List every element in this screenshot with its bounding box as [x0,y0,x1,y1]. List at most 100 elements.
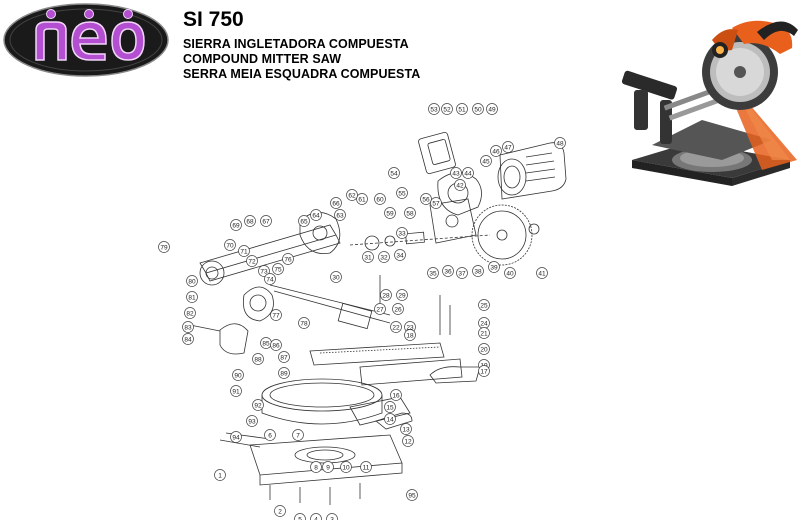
description-line-en: COMPOUND MITTER SAW [183,52,342,66]
part-callout-18: 18 [404,329,416,341]
part-number: 61 [358,196,366,203]
part-callout-81: 81 [186,291,198,303]
part-number: 87 [280,354,288,361]
part-number: 45 [482,158,490,165]
part-number: 74 [266,276,274,283]
part-number: 2 [278,508,282,515]
part-number: 86 [272,342,280,349]
part-callout-17: 17 [478,365,490,377]
part-number: 67 [262,218,270,225]
part-number: 29 [398,292,406,299]
part-callout-89: 89 [278,367,290,379]
part-callout-72: 72 [246,255,258,267]
part-callout-5: 5 [294,513,306,520]
part-callout-8: 8 [310,461,322,473]
part-number: 1 [218,472,222,479]
part-number: 83 [184,324,192,331]
part-callout-48: 48 [554,137,566,149]
part-callout-4: 4 [310,513,322,520]
part-callout-95: 95 [406,489,418,501]
part-callout-60: 60 [374,193,386,205]
part-number: 25 [480,302,488,309]
part-number: 14 [386,416,394,423]
part-callout-16: 16 [390,389,402,401]
part-callout-87: 87 [278,351,290,363]
part-number: 59 [386,210,394,217]
part-callout-73: 73 [258,265,270,277]
part-number: 88 [254,356,262,363]
part-callout-63: 63 [334,209,346,221]
part-callout-78: 78 [298,317,310,329]
part-callout-9: 9 [322,461,334,473]
part-number: 13 [402,426,410,433]
part-number: 75 [274,266,282,273]
part-callout-40: 40 [504,267,516,279]
part-callout-85: 85 [260,337,272,349]
part-number: 17 [480,368,488,375]
part-number: 93 [248,418,256,425]
part-callout-24: 24 [478,317,490,329]
part-number: 81 [188,294,196,301]
product-photo [621,20,798,186]
part-number: 79 [160,244,168,251]
part-number: 15 [386,404,394,411]
part-callout-70: 70 [224,239,236,251]
part-callout-83: 83 [182,321,194,333]
part-number: 42 [456,182,464,189]
part-number: 23 [406,324,414,331]
part-callout-53: 53 [428,103,440,115]
part-callout-58: 58 [404,207,416,219]
part-callout-54: 54 [388,167,400,179]
part-callout-21: 21 [478,327,490,339]
part-callout-47: 47 [502,141,514,153]
part-callout-52: 52 [441,103,453,115]
part-number: 27 [376,306,384,313]
part-number: 8 [314,464,318,471]
part-number: 11 [363,464,370,471]
part-callout-2: 2 [274,505,286,517]
part-callout-88: 88 [252,353,264,365]
part-callout-32: 32 [378,251,390,263]
part-callout-93: 93 [246,415,258,427]
part-number: 47 [504,144,512,151]
description-line-pt: SERRA MEIA ESQUADRA COMPUESTA [183,67,421,81]
part-callout-10: 10 [340,461,352,473]
part-number: 77 [272,312,280,319]
part-callout-7: 7 [292,429,304,441]
part-callout-31: 31 [362,251,374,263]
part-callout-36: 36 [442,265,454,277]
part-callout-6: 6 [264,429,276,441]
part-number: 49 [488,106,496,113]
part-number: 3 [330,516,334,520]
part-number: 10 [342,464,350,471]
part-number: 84 [184,336,192,343]
part-number: 69 [232,222,240,229]
part-number: 92 [254,402,262,409]
part-number: 7 [296,432,300,439]
part-callout-90: 90 [232,369,244,381]
part-callout-65: 65 [298,215,310,227]
part-callout-67: 67 [260,215,272,227]
part-number: 32 [380,254,388,261]
part-callout-50: 50 [472,103,484,115]
part-callout-14: 14 [384,413,396,425]
part-callout-57: 57 [430,197,442,209]
part-number: 50 [474,106,482,113]
part-callout-43: 43 [450,167,462,179]
part-number: 60 [376,196,384,203]
part-callout-51: 51 [456,103,468,115]
part-callout-69: 69 [230,219,242,231]
part-number: 5 [298,516,302,520]
header-block: SI 750 SIERRA INGLETADORA COMPUESTA COMP… [183,8,420,82]
part-number: 68 [246,218,254,225]
part-number: 64 [312,212,320,219]
part-number: 65 [300,218,308,225]
part-number: 89 [280,370,288,377]
part-callout-11: 11 [360,461,372,473]
part-number: 40 [506,270,514,277]
part-number: 85 [262,340,270,347]
part-number: 16 [392,392,400,399]
model-title: SI 750 [183,8,244,31]
neo-logo [3,3,169,77]
part-number: 56 [422,196,430,203]
